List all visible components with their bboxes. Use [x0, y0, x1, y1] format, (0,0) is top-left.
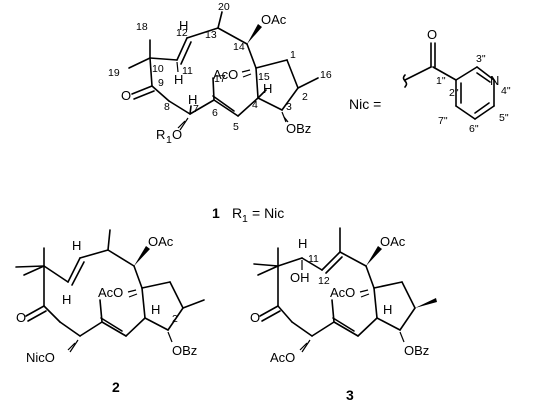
nic-carbonyl-o: O	[427, 27, 437, 42]
s3-oh: OH	[290, 270, 310, 285]
atom-number-8: 8	[164, 101, 170, 113]
h4-label: H	[263, 81, 272, 96]
s3-aco-ring: AcO	[330, 285, 355, 300]
s3-oac: OAc	[380, 234, 406, 249]
s2-aco: AcO	[98, 285, 123, 300]
atom-number-12: 12	[176, 27, 188, 39]
obz-3-label: OBz	[286, 121, 311, 136]
s2-h-mid: H	[62, 292, 71, 307]
h12-label: H	[179, 18, 188, 33]
r1o-r-label: R	[156, 127, 165, 142]
atom-number-13: 13	[205, 29, 217, 41]
atom-number-17: 17	[214, 73, 226, 85]
h7-label: H	[188, 92, 197, 107]
atom-number-3: 3	[286, 101, 292, 113]
nic-num-7: 7"	[438, 115, 448, 127]
nic-ring-n: N	[490, 73, 499, 88]
r1-sub: 1	[242, 213, 248, 225]
s2-ketone-o: O	[16, 310, 26, 325]
nic-num-4: 4"	[501, 85, 511, 97]
atom-number-15: 15	[258, 71, 270, 83]
h11-label: H	[174, 72, 183, 87]
s3-num-11: 11	[308, 253, 319, 265]
s3-aco-left: AcO	[270, 350, 295, 365]
ketone-o-1: O	[121, 88, 131, 103]
nic-num-3: 3"	[476, 53, 486, 65]
atom-number-1: 1	[290, 49, 296, 61]
s3-num-12: 12	[318, 275, 330, 287]
s3-obz: OBz	[404, 343, 429, 358]
atom-number-7: 7	[193, 103, 199, 115]
atom-number-6: 6	[212, 107, 218, 119]
nic-num-6: 6"	[469, 123, 479, 135]
r1o-sub-label: 1	[166, 134, 172, 146]
nic-equals-label: Nic =	[349, 96, 381, 112]
structure-1	[128, 11, 319, 131]
atom-number-19: 19	[108, 67, 120, 79]
atom-number-11: 11	[182, 65, 193, 77]
compound-2-number: 2	[112, 379, 120, 395]
atom-number-9: 9	[158, 77, 164, 89]
atom-number-18: 18	[136, 21, 148, 33]
nic-structure	[402, 42, 495, 120]
aco-15-label: AcO	[213, 67, 238, 82]
s3-h11: H	[298, 236, 307, 251]
r1o-o-label: O	[172, 127, 182, 142]
s2-h-top: H	[72, 238, 81, 253]
structure-2	[15, 229, 205, 353]
nic-num-2: 2"	[449, 87, 459, 99]
compound-1-number: 1	[212, 205, 220, 221]
atom-number-5: 5	[233, 121, 239, 133]
structure-3	[253, 227, 437, 353]
s2-h-right: H	[151, 302, 160, 317]
nic-num-1: 1"	[436, 75, 446, 87]
s2-nico: NicO	[26, 350, 55, 365]
s3-h-right: H	[383, 302, 392, 317]
s2-oac: OAc	[148, 234, 174, 249]
s2-obz: OBz	[172, 343, 197, 358]
nic-num-5: 5"	[499, 112, 509, 124]
atom-number-14: 14	[233, 41, 245, 53]
atom-number-16: 16	[320, 69, 332, 81]
compound-3-number: 3	[346, 387, 354, 403]
atom-number-4: 4	[252, 99, 258, 111]
s3-ketone-o: O	[250, 310, 260, 325]
atom-number-2: 2	[302, 91, 308, 103]
atom-number-20: 20	[218, 1, 230, 13]
s2-num-2: 2	[172, 313, 178, 325]
atom-number-10: 10	[152, 63, 164, 75]
r1-label: R	[232, 205, 242, 221]
r1-value: = Nic	[252, 205, 284, 221]
oac-14-label: OAc	[261, 12, 287, 27]
